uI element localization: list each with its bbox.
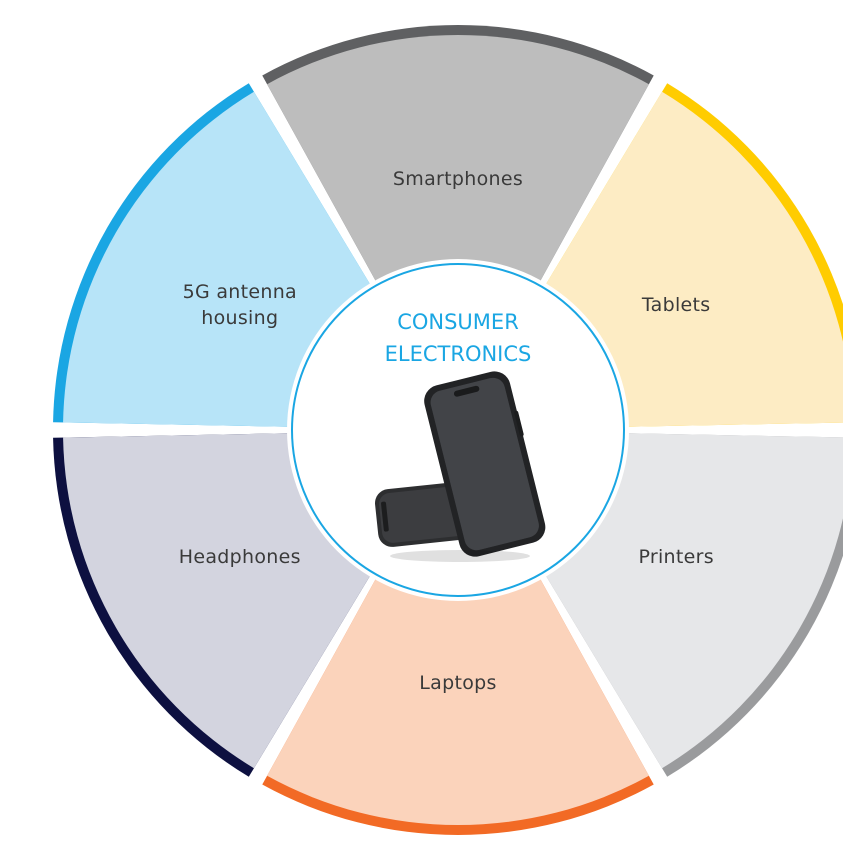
segment-label-smartphones: Smartphones — [393, 168, 523, 190]
segment-label-headphones: Headphones — [179, 546, 301, 568]
smartphone-photo-icon — [375, 371, 546, 562]
segment-laptops: Laptops — [262, 430, 654, 835]
segment-label-5g-antenna-housing: 5G antenna — [183, 281, 297, 303]
hub-title-line-1: CONSUMER — [397, 310, 519, 334]
hub-title-line-2: ELECTRONICS — [385, 342, 532, 366]
segment-label-printers: Printers — [638, 546, 714, 568]
segment-smartphones: Smartphones — [262, 25, 654, 431]
segment-label-tablets: Tablets — [641, 294, 711, 316]
segment-fill — [267, 34, 649, 431]
segment-fill — [267, 430, 649, 826]
center-hub: CONSUMER ELECTRONICS — [287, 259, 629, 601]
segment-label-laptops: Laptops — [419, 672, 496, 694]
segment-label-5g-antenna-housing: housing — [201, 307, 278, 329]
